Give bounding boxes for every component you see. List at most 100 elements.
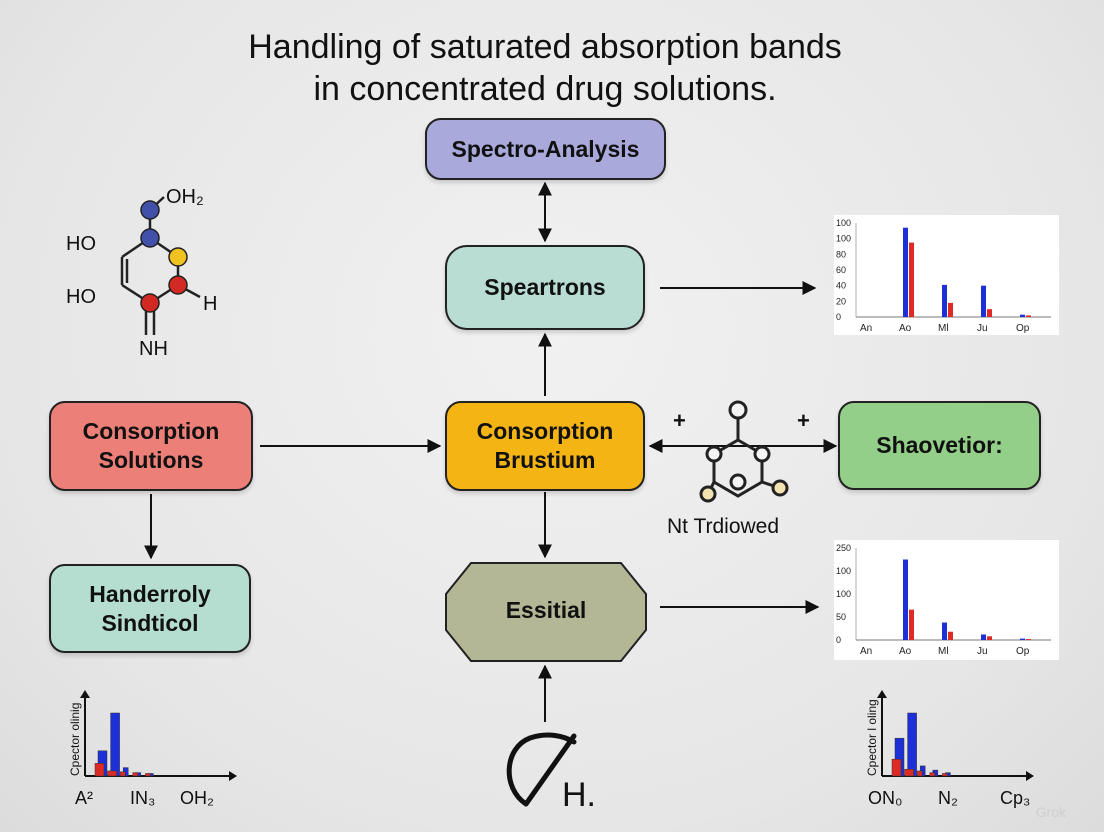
molecule-label-oh2: OH₂: [166, 186, 204, 208]
node-speartrons-label: Speartrons: [484, 274, 606, 300]
plus-right: +: [797, 408, 810, 433]
bar: [107, 770, 117, 777]
bar: [907, 712, 917, 777]
x-tick-label: Ml: [938, 646, 949, 657]
molecule-label-nh: NH: [139, 338, 168, 360]
node-shaovetior: Shaovetior:: [838, 401, 1041, 490]
x-tick-label: Op: [1016, 646, 1030, 657]
node-handerroly-label: Handerroly Sindticol: [89, 580, 211, 636]
x-category-label: OH₂: [180, 788, 214, 808]
bar: [909, 609, 914, 640]
y-tick-label: 60: [836, 265, 846, 275]
x-category-label: Cp₃: [1000, 788, 1030, 808]
bar: [929, 772, 936, 777]
title-line-1: Handling of saturated absorption bands: [248, 28, 842, 66]
node-consorption-brustium-label: Consorption Brustium: [476, 418, 614, 473]
x-category-label: N₂: [938, 788, 958, 808]
y-axis-arrowhead: [877, 690, 887, 698]
y-axis-label: Cpector olinig: [68, 703, 82, 776]
node-spectro-analysis: Spectro-Analysis: [425, 118, 666, 180]
bottom-glyph: H.: [506, 732, 596, 814]
atom-blue-top: [140, 200, 160, 220]
y-tick-label: 100: [836, 566, 851, 576]
x-tick-label: An: [860, 646, 872, 657]
molecule-label-h: H: [203, 293, 217, 315]
bar: [981, 285, 986, 317]
node-shaovetior-label: Shaovetior:: [876, 432, 1003, 458]
bar: [942, 284, 947, 317]
y-tick-label: 100: [836, 589, 851, 599]
bar: [909, 242, 914, 317]
bar: [948, 631, 953, 640]
bar: [1020, 638, 1025, 640]
x-axis-arrowhead: [1026, 771, 1034, 781]
ring-node-bottom: [729, 473, 747, 491]
x-tick-label: An: [860, 323, 872, 334]
page-title: Handling of saturated absorption bands i…: [0, 26, 1090, 110]
y-axis-label: Cpector l oling: [865, 699, 879, 776]
bar: [903, 227, 908, 317]
y-axis-arrowhead: [80, 690, 90, 698]
y-tick-label: 80: [836, 249, 846, 259]
ring-caption: Nt Trdiowed: [667, 515, 780, 538]
ring-structure: [699, 400, 789, 503]
node-spectro-analysis-label: Spectro-Analysis: [451, 135, 640, 162]
node-consorption-brustium: Consorption Brustium: [445, 401, 645, 491]
atom-yellow: [168, 247, 188, 267]
bar: [942, 622, 947, 640]
bar: [1026, 315, 1031, 317]
bar: [891, 758, 902, 777]
node-handerroly-sindticol: Handerroly Sindticol: [49, 564, 251, 653]
title-line-2: in concentrated drug solutions.: [313, 70, 777, 108]
x-tick-label: Ju: [977, 323, 988, 334]
node-essitial-shape: [445, 562, 647, 662]
y-tick-label: 50: [836, 612, 846, 622]
bar: [903, 559, 908, 640]
bar: [942, 773, 948, 777]
ring-node-top: [728, 400, 748, 420]
ring-node-left: [705, 445, 723, 463]
bar: [145, 773, 151, 777]
y-tick-label: 250: [836, 543, 851, 553]
x-tick-label: Ju: [977, 646, 988, 657]
molecule-structure: OH₂ HO HO H NH: [66, 186, 217, 360]
bar: [1026, 639, 1031, 640]
plus-left: +: [673, 408, 686, 433]
bar: [987, 636, 992, 640]
ring-node-tail-left: [699, 485, 717, 503]
x-category-label: A²: [75, 788, 93, 808]
y-tick-label: 100: [836, 218, 851, 228]
node-speartrons: Speartrons: [445, 245, 645, 330]
ring-node-right: [753, 445, 771, 463]
bar: [1020, 314, 1025, 317]
watermark: Grok: [1035, 804, 1066, 820]
x-tick-label: Ml: [938, 323, 949, 334]
bar: [132, 772, 139, 777]
bottom-glyph-label: H.: [562, 776, 596, 814]
node-consorption-solutions: Consorption Solutions: [49, 401, 253, 491]
bar: [110, 712, 120, 777]
y-tick-label: 40: [836, 281, 846, 291]
bar: [119, 771, 126, 777]
bar: [916, 770, 923, 777]
bar: [987, 309, 992, 317]
x-category-label: IN₃: [130, 788, 155, 808]
y-tick-label: 20: [836, 296, 846, 306]
molecule-label-ho-top: HO: [66, 233, 96, 255]
bar: [981, 634, 986, 640]
y-tick-label: 0: [836, 312, 841, 322]
atom-red-right: [168, 275, 188, 295]
x-tick-label: Ao: [899, 323, 912, 334]
y-tick-label: 0: [836, 635, 841, 645]
x-tick-label: Op: [1016, 323, 1030, 334]
x-axis-arrowhead: [229, 771, 237, 781]
x-tick-label: Ao: [899, 646, 912, 657]
bar: [94, 763, 105, 777]
y-tick-label: 100: [836, 234, 851, 244]
node-essitial-label: Essitial: [505, 597, 587, 623]
